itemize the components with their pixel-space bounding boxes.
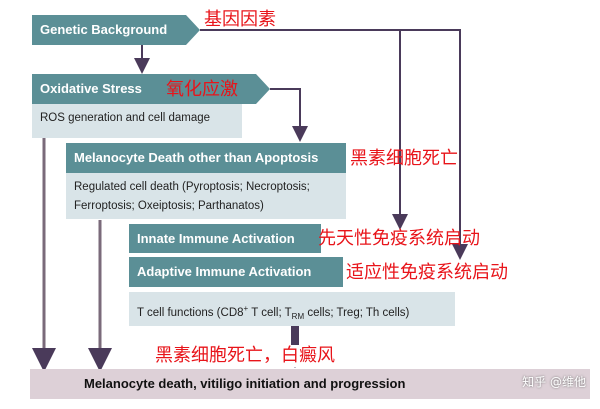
innate-immune-cn: 先天性免疫系统启动 (318, 228, 480, 249)
melanocyte-death-desc-line2: Ferroptosis; Oxeiptosis; Parthanatos) (74, 200, 264, 212)
oxidative-stress-desc: ROS generation and cell damage (40, 112, 211, 124)
t-cell-sub: RM (291, 312, 305, 322)
melanocyte-death-desc-box: Regulated cell death (Pyroptosis; Necrop… (66, 173, 346, 219)
innate-immune-box: Innate Immune Activation (129, 224, 321, 253)
arrow-genetic-to-adaptive (280, 29, 468, 260)
oxidative-stress-cn: 氧化应激 (166, 79, 238, 100)
melanocyte-death-box: Melanocyte Death other than Apoptosis (66, 143, 346, 173)
genetic-background-box: Genetic Background (32, 15, 200, 45)
t-cell-mid: T cell; T (248, 306, 292, 319)
oxidative-stress-box: Oxidative Stress (32, 74, 270, 104)
melanocyte-death-cn: 黑素细胞死亡 (350, 148, 458, 169)
adaptive-immune-cn: 适应性免疫系统启动 (346, 262, 508, 283)
innate-immune-title: Innate Immune Activation (137, 231, 295, 246)
genetic-background-cn: 基因因素 (204, 9, 276, 30)
genetic-background-title: Genetic Background (40, 22, 168, 37)
t-cell-functions-box: T cell functions (CD8+ T cell; TRM cells… (129, 292, 455, 326)
t-cell-suffix: cells; Treg; Th cells) (304, 306, 410, 319)
melanocyte-death-title: Melanocyte Death other than Apoptosis (74, 150, 319, 165)
adaptive-immune-title: Adaptive Immune Activation (137, 264, 312, 279)
outcome-cn: 黑素细胞死亡，白癜风 (153, 345, 337, 367)
oxidative-stress-desc-box: ROS generation and cell damage (32, 104, 242, 138)
t-cell-sup: + (243, 304, 249, 313)
watermark: 知乎 @维他 (522, 375, 586, 389)
outcome-box: Melanocyte death, vitiligo initiation an… (30, 369, 590, 399)
t-cell-prefix: T cell functions (CD8 (137, 306, 244, 319)
adaptive-immune-box: Adaptive Immune Activation (129, 257, 343, 287)
arrow-oxidative-to-death (270, 88, 308, 142)
outcome-title: Melanocyte death, vitiligo initiation an… (84, 376, 406, 391)
oxidative-stress-title: Oxidative Stress (40, 81, 142, 96)
melanocyte-death-desc-line1: Regulated cell death (Pyroptosis; Necrop… (74, 181, 310, 193)
